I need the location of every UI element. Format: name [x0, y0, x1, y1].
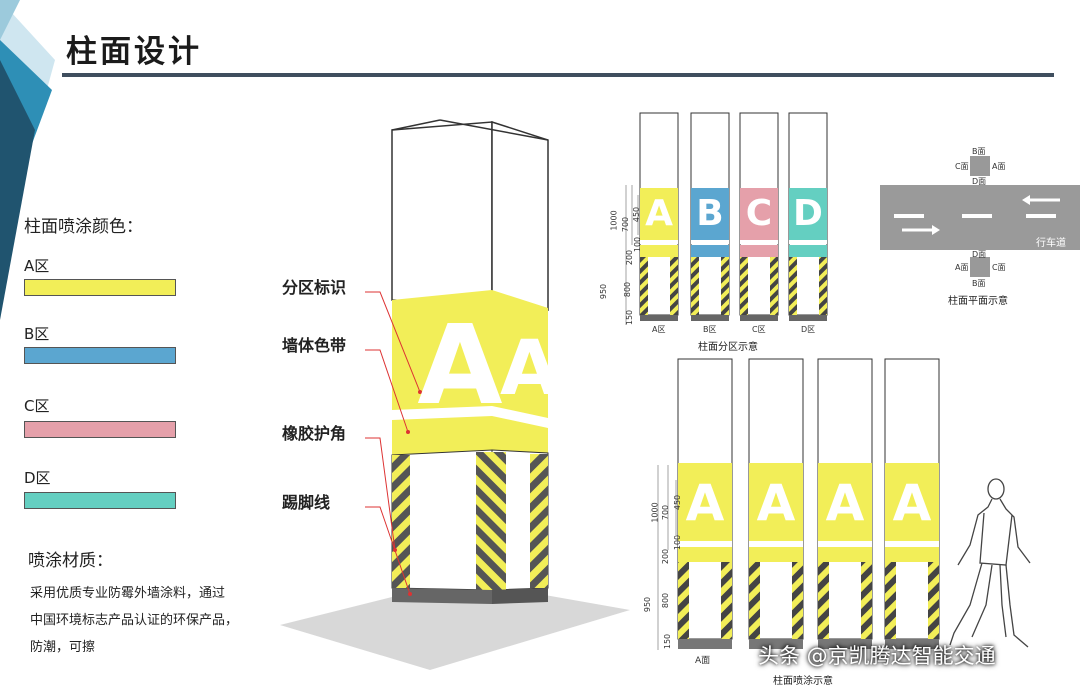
- plan-bottom-face-a: A面: [955, 263, 969, 272]
- plan-bottom-face-b: B面: [972, 279, 986, 288]
- zone-c-letter: C: [745, 193, 773, 234]
- paint-elevation-caption: 柱面喷涂示意: [773, 676, 833, 687]
- paint-dim-150: 150: [663, 633, 673, 650]
- plan-caption: 柱面平面示意: [948, 296, 1008, 307]
- plan-view-drawing: [880, 156, 1080, 277]
- pillar-letter-front: A: [417, 301, 503, 429]
- material-heading: 喷涂材质：: [28, 551, 113, 571]
- callout-zone-sign: 分区标识: [282, 278, 347, 297]
- plan-top-face-b: B面: [972, 147, 986, 156]
- zone-a-swatch: [24, 279, 176, 296]
- paint-dim-100: 100: [673, 534, 683, 551]
- paint-letter-4: A: [892, 474, 932, 532]
- paint-dim-700: 700: [661, 504, 671, 521]
- material-line-2: 中国环境标志产品认证的环保产品，: [30, 613, 239, 628]
- zone-dim-150: 150: [625, 309, 635, 326]
- material-line-3: 防潮，可擦: [30, 640, 96, 655]
- watermark: 头条 @京凯腾达智能交通: [758, 644, 996, 668]
- zone-dim-200: 200: [625, 249, 635, 266]
- zone-d-swatch: [24, 492, 176, 509]
- zone-elev-label-d: D区: [801, 325, 816, 334]
- zone-c-swatch: [24, 421, 176, 438]
- walking-person-illustration: [949, 478, 1031, 648]
- zone-dim-700: 700: [621, 216, 631, 233]
- zone-a-label: A区: [24, 257, 50, 275]
- zone-b-swatch: [24, 347, 176, 364]
- zone-dim-1000: 1000: [609, 210, 619, 231]
- zone-elev-label-a: A区: [652, 325, 666, 334]
- zone-elevation-drawing: [625, 112, 828, 325]
- pillar-letter-side: A: [500, 323, 559, 412]
- paint-letter-3: A: [825, 474, 865, 532]
- plan-top-face-a: A面: [992, 162, 1006, 171]
- zone-dim-100: 100: [633, 236, 643, 253]
- paint-elevation-drawing: [657, 358, 940, 650]
- zone-a-letter: A: [645, 193, 673, 234]
- callout-rubber-corner: 橡胶护角: [282, 424, 347, 443]
- paint-dim-950: 950: [643, 596, 653, 613]
- plan-top-face-c: C面: [955, 162, 969, 171]
- zone-dim-950: 950: [599, 283, 609, 300]
- plan-bottom-face-c: C面: [992, 263, 1006, 272]
- pillar-3d-illustration: [280, 119, 630, 670]
- paint-dim-800: 800: [661, 592, 671, 609]
- road-label: 行车道: [1036, 238, 1066, 249]
- zone-c-label: C区: [24, 397, 50, 415]
- zone-b-label: B区: [24, 325, 50, 343]
- zone-elev-label-b: B区: [703, 325, 717, 334]
- paint-dim-450: 450: [673, 494, 683, 511]
- zone-d-letter: D: [793, 193, 823, 234]
- paint-dim-1000: 1000: [650, 502, 660, 523]
- material-line-1: 采用优质专业防霉外墙涂料，通过: [30, 586, 226, 601]
- paint-letter-1: A: [685, 474, 725, 532]
- corner-decoration: [0, 0, 55, 320]
- page-title: 柱面设计: [66, 34, 202, 70]
- zone-dim-450: 450: [632, 206, 642, 223]
- paint-letter-2: A: [756, 474, 796, 532]
- callout-wall-band: 墙体色带: [282, 336, 347, 355]
- zone-elev-label-c: C区: [752, 325, 766, 334]
- color-legend-heading: 柱面喷涂颜色：: [24, 217, 143, 237]
- zone-d-label: D区: [24, 469, 51, 487]
- plan-top-face-d: D面: [972, 177, 987, 186]
- paint-dim-200: 200: [661, 548, 671, 565]
- callout-skirting: 踢脚线: [282, 493, 331, 512]
- zone-b-letter: B: [696, 193, 724, 234]
- plan-bottom-face-d: D面: [972, 250, 987, 259]
- zone-dim-800: 800: [623, 281, 633, 298]
- title-underline: [62, 73, 1054, 77]
- zone-elevation-caption: 柱面分区示意: [698, 342, 758, 353]
- paint-face-label: A面: [695, 656, 711, 666]
